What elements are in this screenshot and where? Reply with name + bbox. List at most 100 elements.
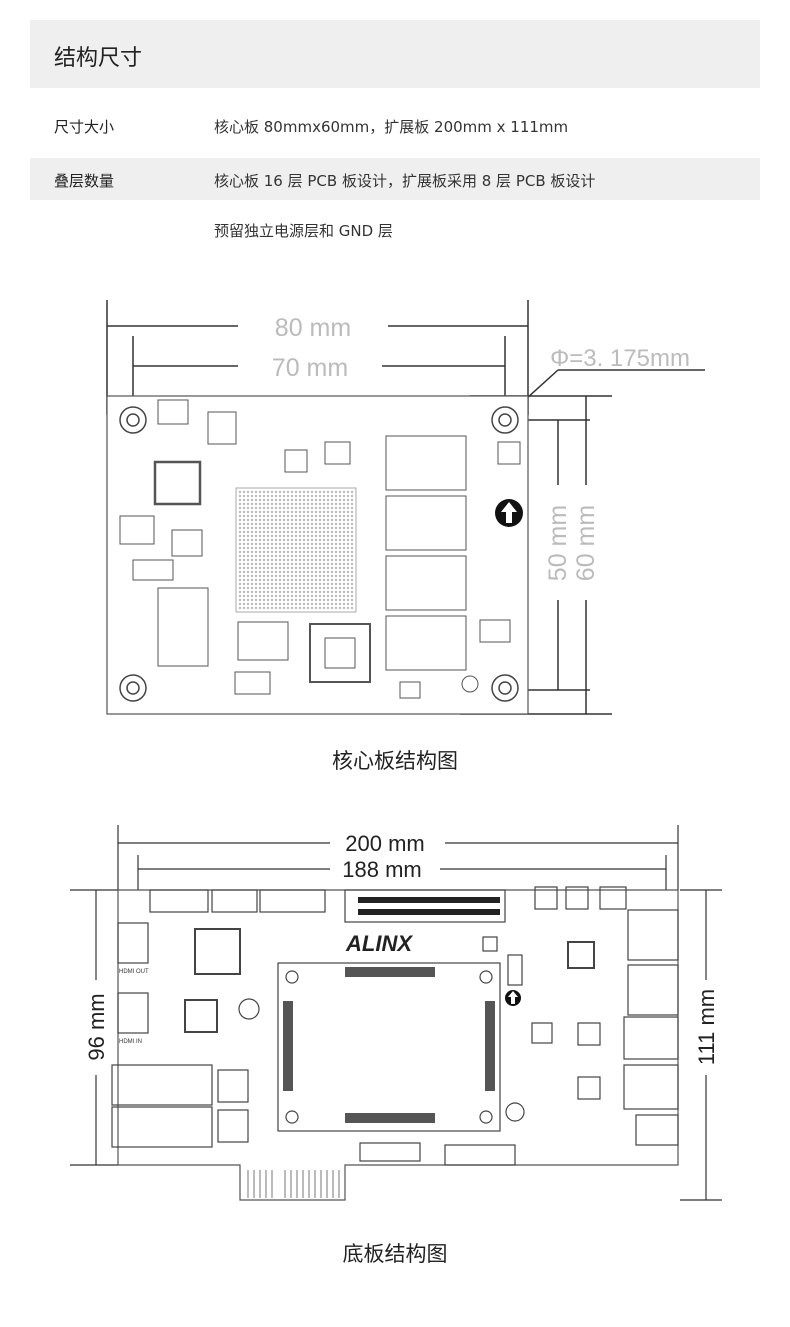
bga-ball (286, 578, 290, 582)
bga-ball (334, 582, 338, 586)
bga-ball (306, 598, 310, 602)
bga-ball (262, 554, 266, 558)
bga-ball (262, 522, 266, 526)
bga-ball (330, 546, 334, 550)
dim-height-right: 111 mm (694, 989, 719, 1065)
bga-ball (282, 522, 286, 526)
bga-ball (278, 534, 282, 538)
bga-ball (274, 542, 278, 546)
bga-ball (322, 606, 326, 610)
bga-ball (350, 554, 354, 558)
bga-ball (338, 538, 342, 542)
bga-ball (290, 534, 294, 538)
bga-ball (334, 570, 338, 574)
bga-ball (338, 566, 342, 570)
bga-ball (326, 546, 330, 550)
bga-ball (282, 566, 286, 570)
bga-ball (282, 506, 286, 510)
bga-ball (254, 558, 258, 562)
bga-ball (290, 502, 294, 506)
bga-ball (306, 526, 310, 530)
bga-ball (350, 582, 354, 586)
bga-ball (310, 518, 314, 522)
bga-ball (338, 498, 342, 502)
bga-ball (294, 550, 298, 554)
bga-ball (266, 582, 270, 586)
bga-ball (270, 606, 274, 610)
bga-ball (278, 546, 282, 550)
bga-ball (254, 510, 258, 514)
bga-ball (302, 602, 306, 606)
bga-ball (302, 586, 306, 590)
base-board-caption: 底板结构图 (342, 1242, 448, 1266)
bga-ball (238, 534, 242, 538)
bga-ball (350, 494, 354, 498)
bga-ball (318, 526, 322, 530)
bga-ball (318, 594, 322, 598)
bga-ball (250, 562, 254, 566)
bga-ball (290, 598, 294, 602)
bga-ball (274, 490, 278, 494)
bga-ball (342, 598, 346, 602)
bga-ball (314, 570, 318, 574)
bga-ball (274, 530, 278, 534)
bga-ball (318, 490, 322, 494)
bga-ball (306, 490, 310, 494)
bga-ball (338, 602, 342, 606)
bga-ball (286, 510, 290, 514)
bga-ball (310, 506, 314, 510)
bga-ball (242, 562, 246, 566)
bga-ball (242, 554, 246, 558)
bga-ball (334, 602, 338, 606)
label-hdmi-out: HDMI OUT (119, 969, 149, 975)
bga-ball (338, 506, 342, 510)
bga-ball (286, 542, 290, 546)
bga-ball (306, 514, 310, 518)
bga-ball (322, 522, 326, 526)
bga-ball (262, 498, 266, 502)
bga-ball (294, 490, 298, 494)
bga-ball (314, 506, 318, 510)
bga-ball (338, 494, 342, 498)
bga-ball (278, 490, 282, 494)
bga-ball (250, 602, 254, 606)
bga-ball (330, 526, 334, 530)
bga-ball (274, 586, 278, 590)
bga-ball (314, 530, 318, 534)
bga-ball (346, 566, 350, 570)
spec-value: 核心板 16 层 PCB 板设计，扩展板采用 8 层 PCB 板设计 (214, 172, 596, 190)
bga-ball (306, 530, 310, 534)
bga-ball (294, 518, 298, 522)
bga-ball (238, 542, 242, 546)
dim-width-inner: 70 mm (272, 354, 348, 382)
bga-ball (262, 530, 266, 534)
bga-ball (318, 542, 322, 546)
bga-ball (266, 534, 270, 538)
bga-ball (330, 586, 334, 590)
bga-ball (294, 606, 298, 610)
bga-ball (330, 594, 334, 598)
bga-ball (310, 582, 314, 586)
bga-ball (238, 550, 242, 554)
bga-ball (282, 586, 286, 590)
bga-ball (242, 542, 246, 546)
bga-ball (314, 586, 318, 590)
bga-ball (266, 494, 270, 498)
bga-ball (310, 510, 314, 514)
bga-ball (242, 498, 246, 502)
bga-ball (302, 534, 306, 538)
bga-ball (242, 570, 246, 574)
bga-ball (254, 578, 258, 582)
bga-ball (322, 538, 326, 542)
bga-ball (338, 522, 342, 526)
bga-ball (246, 494, 250, 498)
core-board-caption: 核心板结构图 (332, 749, 458, 773)
bga-ball (318, 558, 322, 562)
bga-ball (298, 550, 302, 554)
bga-ball (266, 502, 270, 506)
bga-ball (286, 554, 290, 558)
bga-ball (306, 502, 310, 506)
bga-ball (238, 518, 242, 522)
bga-ball (246, 534, 250, 538)
bga-ball (262, 590, 266, 594)
